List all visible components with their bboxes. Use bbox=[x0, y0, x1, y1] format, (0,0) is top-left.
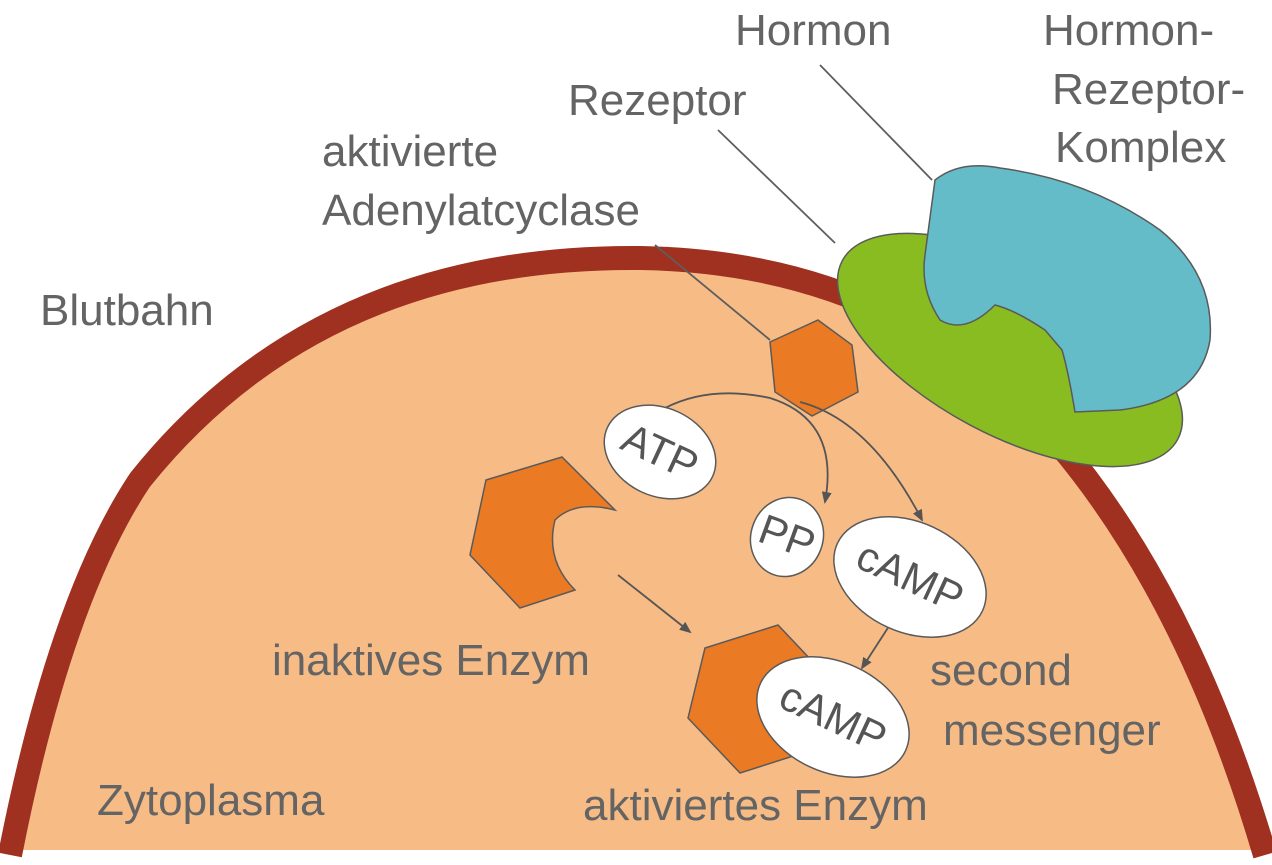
inactive-enzyme-label: inaktives Enzym bbox=[272, 636, 590, 685]
hormone-pointer bbox=[819, 64, 933, 181]
messenger-label-line1: second bbox=[930, 646, 1072, 695]
inactive-enzyme-shape bbox=[469, 456, 618, 609]
receptor-label: Rezeptor bbox=[568, 76, 747, 125]
blood-label: Blutbahn bbox=[40, 286, 214, 335]
active-enzyme-label: aktiviertes Enzym bbox=[583, 781, 928, 830]
hormone-label: Hormon bbox=[735, 6, 892, 55]
atp-to-pp-arrow bbox=[664, 392, 832, 504]
camp-molecule: cAMP bbox=[833, 516, 987, 638]
camp-bound-molecule: cAMP bbox=[756, 656, 910, 778]
atp-to-camp-arrow bbox=[799, 401, 923, 522]
adenylate-cyclase-shape bbox=[769, 319, 859, 417]
cell-membrane bbox=[0, 245, 1272, 859]
atp-molecule: ATP bbox=[603, 404, 717, 500]
cytoplasm-label: Zytoplasma bbox=[97, 776, 325, 825]
receptor-pointer bbox=[717, 129, 836, 244]
pp-molecule: PP bbox=[749, 496, 825, 578]
adenylate-label-line2: Adenylatcyclase bbox=[322, 186, 640, 235]
messenger-label-line2: messenger bbox=[943, 706, 1161, 755]
hormone-shape bbox=[923, 165, 1212, 413]
adenylate-label-line1: aktivierte bbox=[322, 127, 498, 176]
adenylate-pointer bbox=[654, 244, 771, 341]
complex-label-line2: Rezeptor- bbox=[1052, 65, 1245, 114]
complex-label-line3: Komplex bbox=[1055, 123, 1226, 172]
enzyme-activation-arrow bbox=[617, 574, 692, 634]
complex-label-line1: Hormon- bbox=[1043, 6, 1214, 55]
